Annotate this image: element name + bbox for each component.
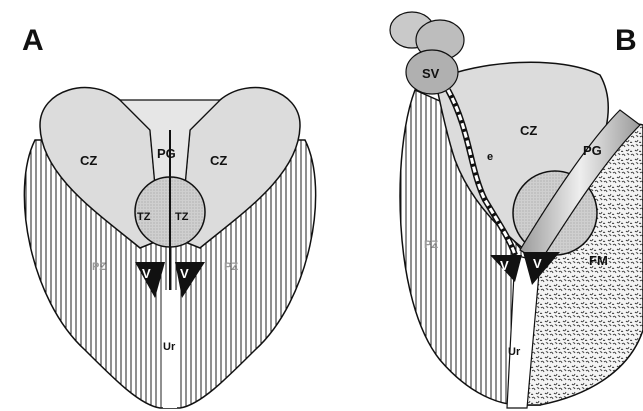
panel-b-label-pg: PG xyxy=(583,143,602,158)
panel-a-label-cz-right: CZ xyxy=(210,153,227,168)
panel-a-label-v-right: V xyxy=(180,266,189,281)
panel-b-label-v-left: V xyxy=(500,258,509,273)
panel-a-label-pz-left: PZ xyxy=(92,261,106,273)
panel-b-seminal-vesicle xyxy=(390,12,464,94)
panel-a: A CZ PG CZ TZ TZ PZ PZ V V Ur xyxy=(22,24,316,408)
panel-b-label-fm: FM xyxy=(589,253,608,268)
panel-b-label-cz: CZ xyxy=(520,123,537,138)
panel-a-label-tz-right: TZ xyxy=(175,211,189,223)
panel-b-label-pz: PZ xyxy=(424,239,438,251)
panel-a-letter: A xyxy=(22,24,44,57)
panel-a-label-pg: PG xyxy=(157,146,176,161)
panel-b-label-ur: Ur xyxy=(508,346,521,358)
panel-b: B SV CZ e PG PZ V V FM xyxy=(390,12,643,408)
panel-b-label-sv: SV xyxy=(422,66,440,81)
panel-b-letter: B xyxy=(615,24,637,57)
panel-a-label-cz-left: CZ xyxy=(80,153,97,168)
panel-b-label-v-right: V xyxy=(533,256,542,271)
panel-a-label-v-left: V xyxy=(142,266,151,281)
panel-a-label-tz-left: TZ xyxy=(137,211,151,223)
panel-a-label-ur: Ur xyxy=(163,341,176,353)
panel-a-label-pz-right: PZ xyxy=(224,261,238,273)
panel-b-label-e: e xyxy=(487,151,493,163)
